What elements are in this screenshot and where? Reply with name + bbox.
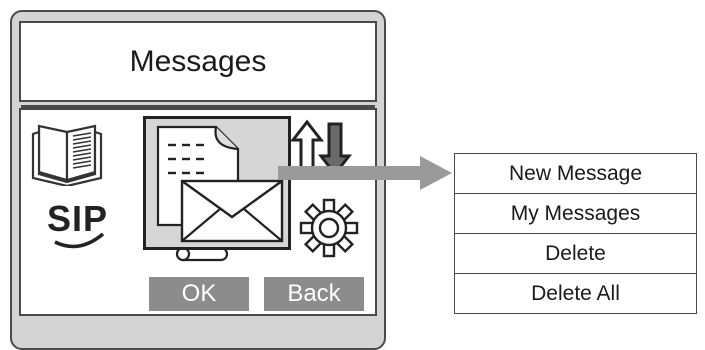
settings-icon[interactable] xyxy=(299,198,359,258)
sip-label: SIP xyxy=(47,198,109,239)
menu-item-delete-all[interactable]: Delete All xyxy=(531,281,620,305)
menu-item-delete[interactable]: Delete xyxy=(455,234,696,274)
icon-menu-screen: SIP xyxy=(19,108,377,316)
phone-device: Messages SIP xyxy=(10,10,386,350)
menu-item-my-messages[interactable]: My Messages xyxy=(455,194,696,234)
sip-icon[interactable]: SIP xyxy=(43,198,123,250)
ok-button[interactable]: OK xyxy=(149,277,249,311)
phonebook-icon[interactable] xyxy=(31,122,103,186)
page-title: Messages xyxy=(19,21,377,108)
menu-item-new-message[interactable]: New Message xyxy=(455,154,696,194)
messages-icon[interactable] xyxy=(143,116,291,250)
messages-submenu: New Message My Messages Delete Delete Al… xyxy=(454,153,697,314)
call-list-icon[interactable] xyxy=(289,118,353,178)
back-button[interactable]: Back xyxy=(264,277,364,311)
